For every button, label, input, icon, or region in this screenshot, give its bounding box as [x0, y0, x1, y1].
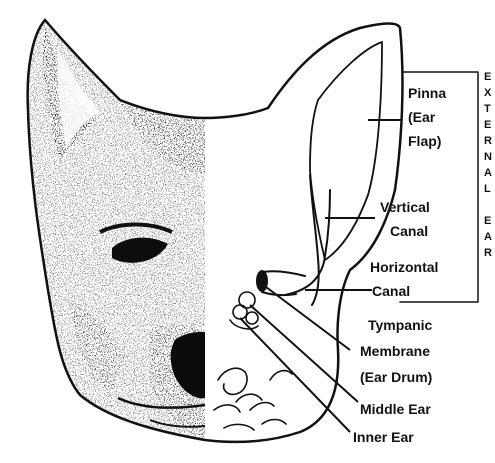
side-letter: N — [484, 151, 492, 163]
side-letters-ear: E A R — [484, 215, 492, 259]
middle-ear-label: Middle Ear — [360, 401, 431, 417]
pinna-label-1: Pinna — [408, 85, 446, 101]
tympanic-label-2: Membrane — [360, 343, 430, 359]
side-letter: E — [484, 215, 491, 227]
vertical-canal-wall-a — [310, 175, 319, 305]
horizontal-canal-upper — [262, 271, 305, 276]
side-letters-external: E X T E R N A L — [484, 71, 492, 195]
horizontal-canal-label-2: Canal — [372, 283, 410, 299]
pinna-label-2: (Ear — [408, 109, 436, 125]
middle-ear-leader — [250, 305, 358, 402]
side-letter: A — [484, 167, 492, 179]
side-letter: X — [484, 87, 492, 99]
pinna-inner-outline — [310, 42, 382, 260]
vertical-canal-wall-b — [285, 190, 330, 295]
dog-face-stippled-half — [20, 10, 210, 450]
vertical-canal-label-2: Canal — [390, 223, 428, 239]
inner-ear-structure — [214, 368, 292, 430]
inner-ear-label: Inner Ear — [353, 429, 414, 445]
side-letter: A — [484, 231, 492, 243]
tympanic-label-1: Tympanic — [368, 317, 433, 333]
tympanic-membrane-shape — [256, 270, 268, 292]
tympanic-label-3: (Ear Drum) — [360, 369, 432, 385]
side-letter: E — [484, 119, 491, 131]
side-letter: R — [484, 135, 492, 147]
tympanic-leader — [262, 284, 350, 350]
horizontal-canal-label-1: Horizontal — [370, 259, 438, 275]
side-letter: L — [484, 183, 491, 195]
side-letter: R — [484, 247, 492, 259]
side-letter: T — [484, 103, 491, 115]
pinna-label-3: Flap) — [408, 133, 441, 149]
inner-ear-leader — [240, 318, 350, 432]
vertical-canal-label-1: Vertical — [380, 199, 430, 215]
side-letter: E — [484, 71, 491, 83]
